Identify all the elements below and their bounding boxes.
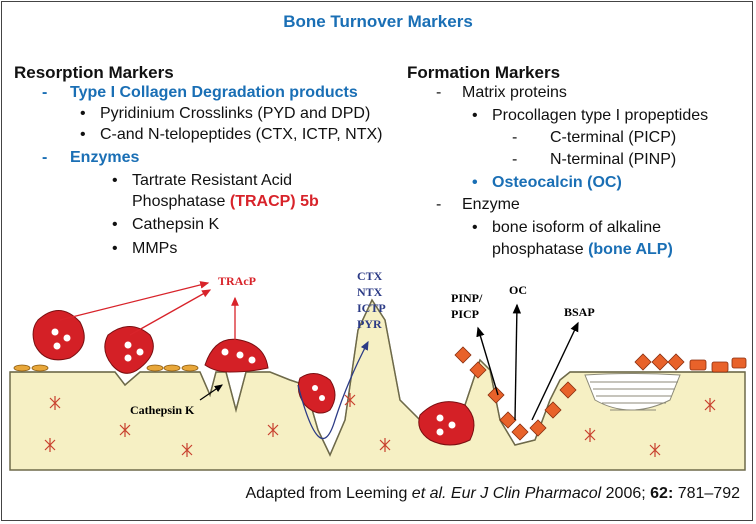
resorption-dash-2: -: [42, 149, 48, 166]
osteocalcin-item: Osteocalcin (OC): [492, 174, 622, 191]
alp-item-prefix: phosphatase: [492, 241, 589, 258]
alp-item-line2: phosphatase (bone ALP): [492, 239, 673, 260]
bullet-icon: •: [80, 105, 86, 122]
product-label-ictp: ICTP: [357, 301, 386, 315]
product-label-ntx: NTX: [357, 285, 383, 299]
citation-etal: et al.: [411, 485, 447, 502]
product-label-pyr: PYR: [357, 317, 382, 331]
matrix-proteins-label: Matrix proteins: [462, 84, 567, 101]
formation-arrows: [476, 303, 579, 421]
lining-cells: [13, 364, 199, 372]
pinp-item: N-terminal (PINP): [550, 151, 677, 168]
resorption-heading: Resorption Markers: [14, 63, 174, 82]
bullet-icon: •: [112, 172, 118, 189]
citation-volume: 62:: [650, 485, 674, 502]
pyridinium-item: Pyridinium Crosslinks (PYD and DPD): [100, 105, 371, 122]
procollagen-item: Procollagen type I propeptides: [492, 107, 709, 124]
osteoid-layers: [584, 373, 681, 411]
cathepsin-label: Cathepsin K: [130, 403, 195, 417]
sub-dash-1: -: [512, 129, 518, 146]
formation-dash-2: -: [436, 196, 442, 213]
pinp-label-line2: PICP: [451, 307, 479, 321]
osteoblast-cells: [454, 346, 747, 441]
bullet-icon: •: [472, 174, 478, 191]
bullet-icon: •: [112, 216, 118, 233]
cathepsin-item: Cathepsin K: [132, 216, 220, 233]
enzymes-label: Enzymes: [70, 149, 140, 166]
citation-journal: Eur J Clin Pharmacol: [446, 485, 602, 502]
sub-dash-2: -: [512, 151, 518, 168]
cathepsin-arrow: [199, 384, 223, 401]
bullet-icon: •: [80, 126, 86, 143]
oc-label: OC: [509, 283, 527, 297]
collagen-degradation-label: Type I Collagen Degradation products: [70, 84, 358, 101]
resorption-products-arrow: [297, 340, 369, 440]
osteocytes: [44, 393, 716, 457]
enzyme-label: Enzyme: [462, 196, 520, 213]
alp-item-line1: bone isoform of alkaline: [492, 219, 661, 236]
tracp-item-line1: Tartrate Resistant Acid: [132, 172, 293, 189]
picp-item: C-terminal (PICP): [550, 129, 677, 146]
bullet-icon: •: [112, 240, 118, 257]
bullet-icon: •: [472, 107, 478, 124]
bsap-label: BSAP: [564, 305, 595, 319]
product-label-ctx: CTX: [357, 269, 383, 283]
citation-year: 2006;: [601, 485, 651, 502]
resorption-products-labels: CTX NTX ICTP PYR: [357, 269, 386, 331]
tracp-label: TRAcP: [218, 274, 256, 288]
tracp-arrows: [59, 281, 239, 340]
pinp-label-line1: PINP/: [451, 291, 483, 305]
mmps-item: MMPs: [132, 240, 178, 257]
figure-title: Bone Turnover Markers: [283, 12, 473, 31]
telopeptide-item: C-and N-telopeptides (CTX, ICTP, NTX): [100, 126, 383, 143]
tracp-item-prefix: Phosphatase: [132, 193, 230, 210]
osteoclast-nuclei: [51, 328, 456, 436]
citation: Adapted from Leeming et al. Eur J Clin P…: [0, 485, 740, 503]
formation-heading: Formation Markers: [407, 63, 561, 82]
osteoclast-cells: [32, 310, 475, 446]
citation-pages: 781–792: [673, 485, 740, 502]
bone-surface-line: [10, 298, 745, 457]
alp-item-marker: (bone ALP): [588, 241, 673, 258]
tracp-item-marker: (TRACP) 5b: [229, 193, 319, 210]
citation-prefix: Adapted from Leeming: [245, 485, 412, 502]
resorption-dash-1: -: [42, 84, 48, 101]
tracp-item-line2: Phosphatase (TRACP) 5b: [132, 191, 319, 212]
formation-dash-1: -: [436, 84, 442, 101]
bullet-icon: •: [472, 219, 478, 236]
